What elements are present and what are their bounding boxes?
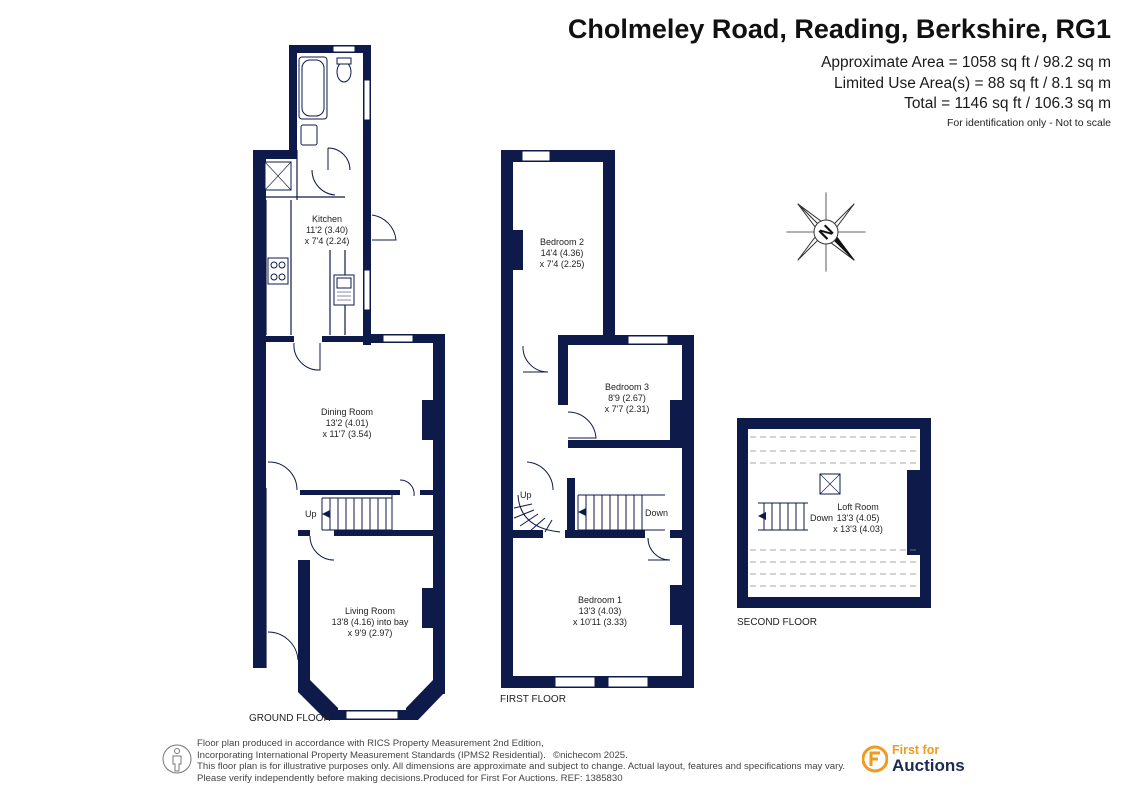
first-stairs-up-label: Up (520, 490, 532, 500)
dining-room-dim1: 13'2 (4.01) (326, 418, 369, 428)
footer-line-3: This floor plan is for illustrative purp… (197, 761, 846, 773)
total-area: Total = 1146 sq ft / 106.3 sq m (904, 95, 1111, 112)
living-room-dim2: x 9'9 (2.97) (348, 628, 393, 638)
brand-name-bottom: Auctions (892, 756, 965, 775)
loft-room-name: Loft Room (837, 502, 879, 512)
person-scale-icon (162, 744, 192, 774)
bathroom-fixtures (264, 56, 355, 306)
ground-floor-label: GROUND FLOOR (249, 713, 331, 724)
bedroom2-dim2: x 7'4 (2.25) (540, 259, 585, 269)
scale-disclaimer: For identification only - Not to scale (947, 117, 1111, 129)
footer-notes: Floor plan produced in accordance with R… (197, 738, 845, 784)
nichecom-copyright: ©nichecom 2025. (553, 750, 628, 761)
first-stairs-down-label: Down (645, 508, 668, 518)
loft-room-dim1: 13'3 (4.05) (837, 513, 880, 523)
page-title: Cholmeley Road, Reading, Berkshire, RG1 (567, 14, 1111, 44)
first-for-auctions-logo-icon (862, 745, 888, 773)
windows (332, 45, 669, 720)
brand-logo: First for Auctions (862, 743, 972, 777)
bedroom3-name: Bedroom 3 (605, 382, 649, 392)
bedroom2-name: Bedroom 2 (540, 237, 584, 247)
partition-lines (265, 150, 346, 668)
stair-arrows (322, 508, 766, 520)
kitchen-dim1: 11'2 (3.40) (306, 225, 348, 235)
footer-line-2: Incorporating International Property Mea… (197, 749, 546, 761)
living-room-name: Living Room (345, 606, 395, 616)
bedroom1-dim1: 13'3 (4.03) (579, 606, 622, 616)
dining-room-name: Dining Room (321, 407, 373, 417)
doors (267, 147, 671, 661)
second-floor-label: SECOND FLOOR (737, 617, 817, 628)
limited-use-area: Limited Use Area(s) = 88 sq ft / 8.1 sq … (834, 75, 1111, 92)
bedroom1-name: Bedroom 1 (578, 595, 622, 605)
brand-name-top: First for (892, 743, 940, 757)
bedroom2-dim1: 14'4 (4.36) (541, 248, 584, 258)
loft-stairs-down-label: Down (810, 513, 833, 523)
kitchen-dim2: x 7'4 (2.24) (305, 236, 350, 246)
approximate-area: Approximate Area = 1058 sq ft / 98.2 sq … (821, 54, 1111, 71)
footer-line-1: Floor plan produced in accordance with R… (197, 738, 544, 749)
ground-stairs-up-label: Up (305, 509, 317, 519)
bedroom3-dim1: 8'9 (2.67) (608, 393, 646, 403)
living-room-dim1: 13'8 (4.16) into bay (332, 617, 409, 627)
first-floor-label: FIRST FLOOR (500, 694, 566, 705)
bedroom3-dim2: x 7'7 (2.31) (605, 404, 650, 414)
footer-line-4: Please verify independently before makin… (197, 772, 623, 784)
compass-icon (786, 192, 866, 272)
limited-height-lines (750, 436, 918, 587)
staircases (321, 473, 841, 535)
bedroom1-dim2: x 10'11 (3.33) (573, 617, 627, 627)
dining-room-dim2: x 11'7 (3.54) (322, 429, 371, 439)
loft-room-dim2: x 13'3 (4.03) (833, 524, 883, 534)
kitchen-name: Kitchen (312, 214, 342, 224)
